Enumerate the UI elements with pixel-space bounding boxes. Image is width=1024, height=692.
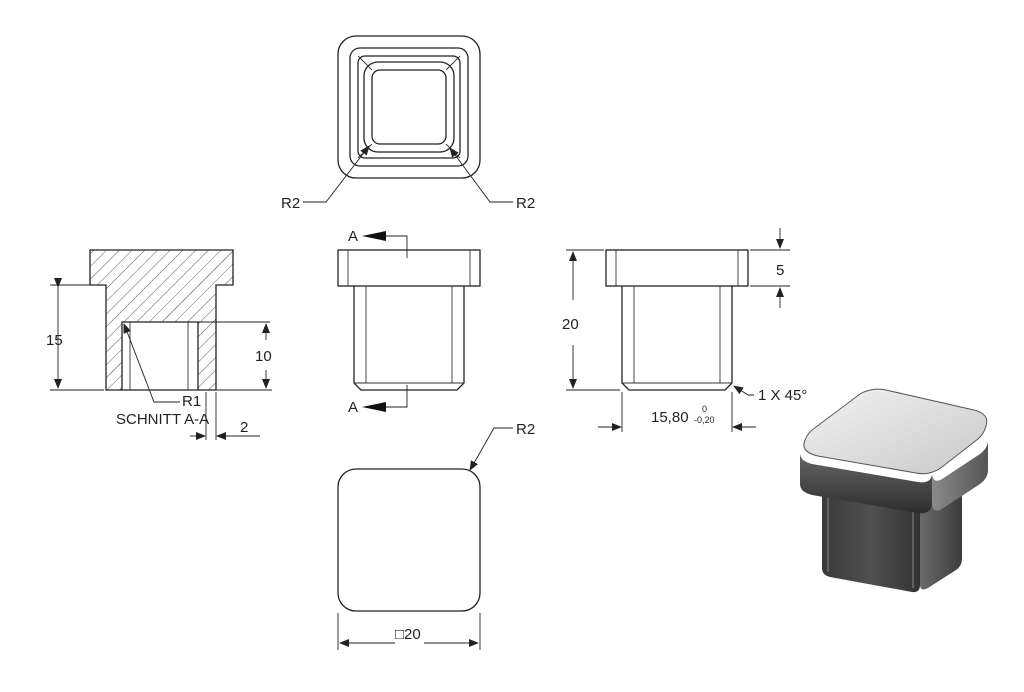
side-height-label: 20 <box>562 316 579 333</box>
isometric-render <box>800 388 988 593</box>
section-wall-label: 2 <box>240 419 248 436</box>
side-view: 20 5 15,80 0 -0,20 1 X 45° <box>562 228 807 432</box>
side-tol-upper: 0 <box>702 404 707 414</box>
side-width-label: 15,80 <box>651 409 689 426</box>
top-radius-left-label: R2 <box>281 195 300 212</box>
front-view: A A <box>337 228 481 416</box>
bottom-radius-label: R2 <box>516 421 535 438</box>
side-chamfer-label: 1 X 45° <box>758 387 807 404</box>
side-tol-lower: -0,20 <box>694 415 715 425</box>
top-view: R2 R2 <box>281 35 535 212</box>
section-radius-label: R1 <box>182 393 201 410</box>
section-height-label: 15 <box>46 332 63 349</box>
side-head-label: 5 <box>776 262 784 279</box>
cut-marker-bottom: A <box>348 399 358 416</box>
section-depth-label: 10 <box>255 348 272 365</box>
section-title: SCHNITT A-A <box>116 411 209 428</box>
cut-marker-top: A <box>348 228 358 245</box>
section-view: 15 10 R1 SCHNITT A-A 2 <box>46 249 272 440</box>
bottom-size-label: □20 <box>395 626 421 643</box>
top-radius-right-label: R2 <box>516 195 535 212</box>
bottom-view: R2 □20 <box>337 421 535 650</box>
